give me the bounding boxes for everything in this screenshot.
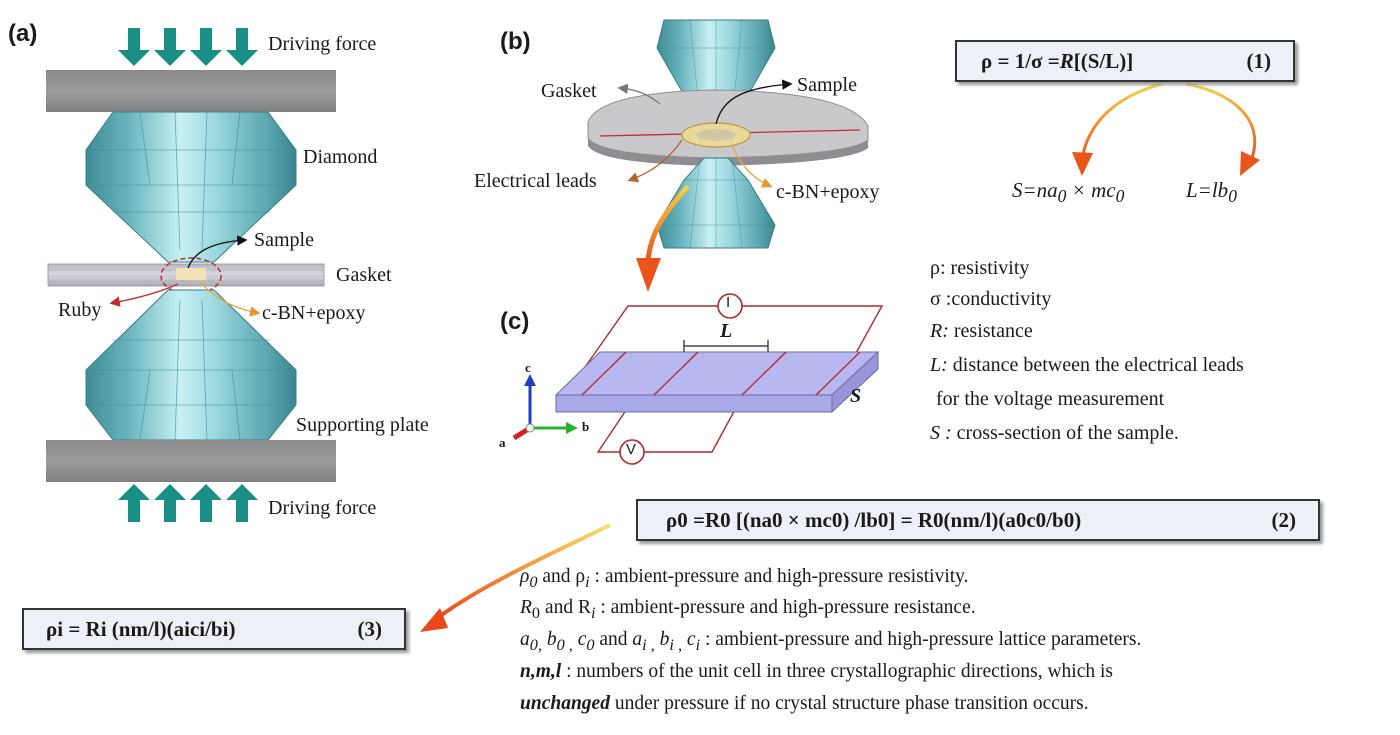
- notes-line-4: n,m,l : numbers of the unit cell in thre…: [520, 661, 1113, 683]
- legend-sigma: σ :conductivity: [930, 288, 1052, 310]
- sample-label-a: Sample: [254, 229, 314, 251]
- axis-c-label: c: [525, 360, 531, 375]
- panel-label-c: (c): [500, 308, 530, 335]
- legend-r-text: resistance: [948, 320, 1033, 342]
- l-def-main: L=lb: [1186, 178, 1229, 202]
- b-to-c-arrow: [645, 184, 690, 263]
- legend-l: L: distance between the electrical leads: [930, 354, 1244, 377]
- equation-1-number: (1): [1246, 48, 1272, 73]
- diamond-label: Diamond: [303, 146, 378, 168]
- voltage-symbol: V: [626, 441, 637, 458]
- section-label-c: S: [850, 385, 862, 407]
- s-def-main: S=na: [1012, 178, 1058, 202]
- legend-l-sym: L:: [930, 354, 948, 376]
- equation-2-box: ρ0 =R0 [(na0 × mc0) /lb0] = R0(nm/l)(a0c…: [636, 499, 1320, 541]
- ruby-pointer: [109, 283, 179, 307]
- note2-and: and R: [540, 597, 591, 618]
- equation-2-text: ρ0 =R0 [(na0 × mc0) /lb0] = R0(nm/l)(a0c…: [666, 507, 1082, 532]
- upper-diamond: [85, 111, 297, 263]
- equation-3-number: (3): [357, 616, 383, 641]
- highlight-circle: [160, 257, 222, 295]
- note5-unchanged: unchanged: [520, 693, 610, 714]
- current-symbol: I: [726, 294, 731, 311]
- legend-l-text: distance between the electrical leads: [947, 354, 1244, 376]
- l-def-sub: 0: [1228, 186, 1237, 207]
- gasket-label-a: Gasket: [336, 264, 392, 286]
- s-arrow: [1080, 82, 1163, 161]
- axis-b-label: b: [582, 419, 590, 434]
- note4-nml: n,m,l: [520, 661, 562, 682]
- driving-force-arrows-top: [118, 28, 258, 66]
- current-meter: [717, 293, 743, 319]
- notes-line-5: unchanged under pressure if no crystal s…: [520, 693, 1089, 715]
- equation-1-part-a: ρ = 1/σ =: [981, 48, 1060, 73]
- ruby-label: Ruby: [58, 299, 102, 321]
- axes-triad: [512, 374, 578, 441]
- driving-force-top-label: Driving force: [268, 33, 377, 55]
- equation-1-part-c: [(S/L)]: [1073, 48, 1134, 73]
- note1-rho0: ρ: [520, 566, 530, 587]
- panel-label-a: (a): [8, 20, 38, 47]
- s-definition: S=na0 × mc0: [1012, 178, 1124, 207]
- equation-3-text: ρi = Ri (nm/l)(aici/bi): [46, 616, 236, 641]
- sample-label-b: Sample: [797, 74, 857, 96]
- sample-pointer-a: [187, 235, 248, 269]
- notes-line-1: ρ0 and ρi : ambient-pressure and high-pr…: [520, 566, 969, 591]
- equation-1-part-b: R: [1059, 48, 1074, 73]
- note3-text: : ambient-pressure and high-pressure lat…: [700, 629, 1142, 650]
- equation-2-number: (2): [1271, 507, 1297, 532]
- voltmeter: [619, 439, 645, 465]
- equation-3-box: ρi = Ri (nm/l)(aici/bi) (3): [22, 608, 406, 650]
- gasket-pointer-b: [617, 83, 661, 105]
- note4-text: : numbers of the unit cell in three crys…: [561, 661, 1113, 682]
- cbn-label-b: c-BN+epoxy: [776, 181, 880, 203]
- top-plate: [46, 70, 336, 112]
- note2-text: : ambient-pressure and high-pressure res…: [595, 597, 976, 618]
- legend-s-text: cross-section of the sample.: [951, 422, 1179, 444]
- legend-s-sym: S :: [930, 422, 952, 444]
- length-label-c: L: [720, 320, 733, 342]
- note5-text: under pressure if no crystal structure p…: [609, 693, 1089, 714]
- gasket-label-b: Gasket: [541, 80, 597, 102]
- notes-line-3: a0, b0 , c0 and ai , bi , ci : ambient-p…: [520, 629, 1142, 654]
- cbn-pointer-a: [199, 281, 261, 317]
- legend-r: R: resistance: [930, 320, 1033, 343]
- leads-pointer-b: [627, 139, 683, 183]
- s-def-sub2: 0: [1115, 186, 1125, 207]
- electrical-leads-label: Electrical leads: [474, 170, 597, 192]
- driving-force-arrows-bottom: [118, 484, 258, 522]
- axis-a-label: a: [499, 435, 506, 450]
- l-arrow: [1185, 82, 1257, 159]
- legend-r-sym: R:: [930, 320, 949, 342]
- note1-text: : ambient-pressure and high-pressure res…: [589, 566, 969, 587]
- notes-line-2: R0 and Ri : ambient-pressure and high-pr…: [520, 597, 976, 622]
- driving-force-bottom-label: Driving force: [268, 497, 377, 519]
- cbn-pointer-b: [731, 145, 773, 188]
- sample-pointer-b: [715, 79, 793, 125]
- s-def-sub1: 0: [1057, 186, 1067, 207]
- note2-r0: R: [520, 597, 532, 618]
- length-marker: [683, 340, 769, 352]
- cbn-label-a: c-BN+epoxy: [262, 302, 366, 324]
- legend-s: S : cross-section of the sample.: [930, 422, 1179, 445]
- legend-l-cont: for the voltage measurement: [936, 388, 1165, 410]
- eq2-to-eq3-arrow: [430, 523, 611, 624]
- equation-1-box: ρ = 1/σ = R [(S/L)] (1): [955, 40, 1295, 82]
- note1-and: and ρ: [537, 566, 586, 587]
- sample-region-a: [176, 268, 206, 280]
- s-def-mid: × mc: [1066, 178, 1116, 202]
- panel-label-b: (b): [500, 28, 531, 55]
- bottom-plate: [46, 440, 336, 482]
- l-definition: L=lb0: [1186, 178, 1237, 207]
- legend-rho: ρ: resistivity: [930, 257, 1030, 279]
- supporting-plate-label: Supporting plate: [296, 414, 429, 436]
